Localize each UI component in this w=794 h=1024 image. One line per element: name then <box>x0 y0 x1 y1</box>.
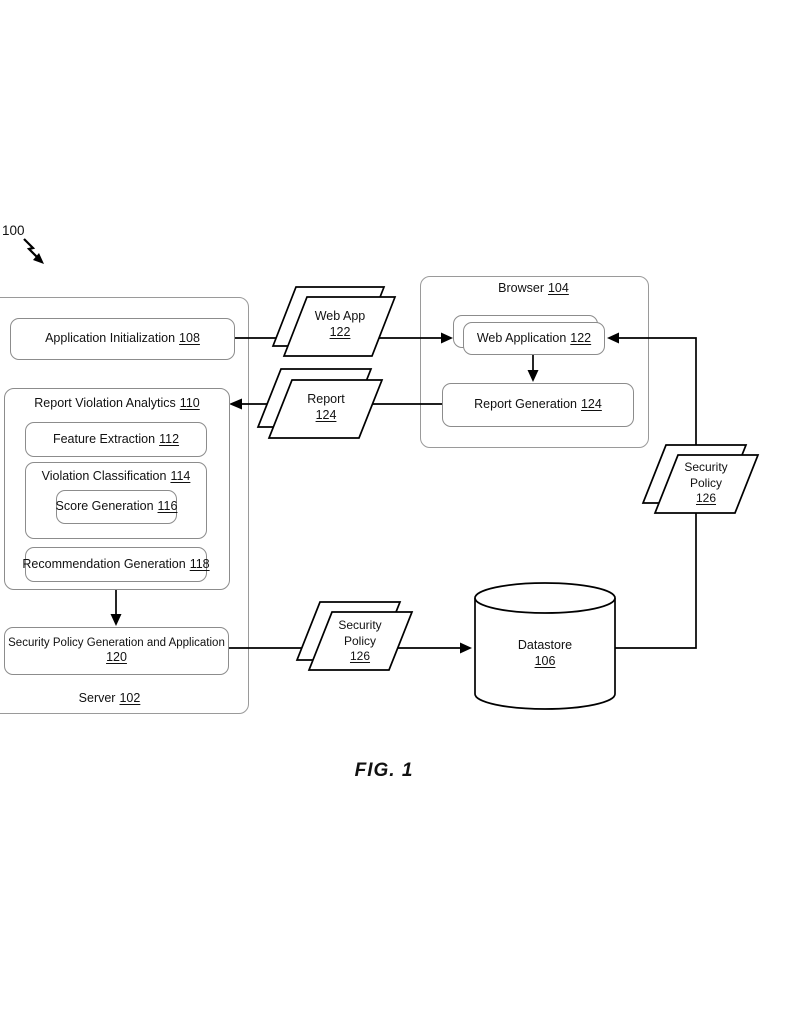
security-policy-right-doc-label: Security Policy 126 <box>684 460 728 506</box>
arrowhead-into-reportgen-icon <box>527 370 539 382</box>
server-container <box>0 297 249 714</box>
report-doc-label: Report 124 <box>307 392 345 423</box>
reference-zigzag-pointer <box>23 238 38 258</box>
figure-caption: FIG. 1 <box>354 760 414 781</box>
webapp-doc-front <box>282 296 397 357</box>
security-policy-generation-box: Security Policy Generation and Applicati… <box>4 627 229 675</box>
arrowhead-into-analytics-icon <box>229 398 242 410</box>
browser-container <box>420 276 649 448</box>
security-policy-generation-ref: 120 <box>106 650 127 665</box>
report-doc-front <box>267 379 384 439</box>
security-policy-right-doc-front <box>653 454 760 514</box>
security-policy-generation-label: Security Policy Generation and Applicati… <box>8 637 225 649</box>
figure-reference-number: 100 <box>2 223 25 238</box>
arrowhead-into-webapplication-right-icon <box>607 332 619 344</box>
reference-arrowhead-icon <box>33 253 44 264</box>
security-policy-bottom-doc-front <box>307 611 414 671</box>
datastore-cylinder-body <box>474 598 616 710</box>
datastore-label: Datastore 106 <box>517 638 573 669</box>
security-policy-bottom-doc-label: Security Policy 126 <box>338 618 382 664</box>
arrowhead-into-datastore-icon <box>460 642 472 654</box>
datastore-cylinder-top <box>474 582 616 614</box>
arrowhead-into-policygen-icon <box>110 614 122 626</box>
arrowhead-into-webapplication-left-icon <box>441 332 453 344</box>
web-app-doc-label: Web App 122 <box>314 309 366 340</box>
